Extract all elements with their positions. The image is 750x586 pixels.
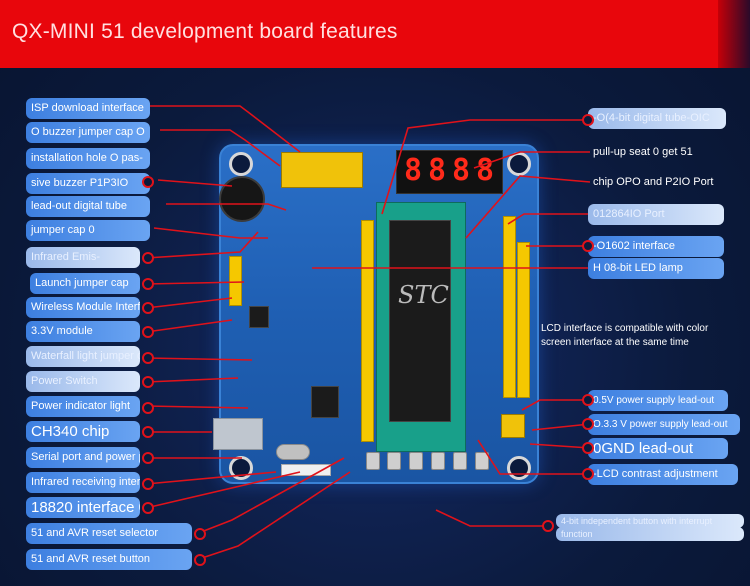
label-ch340: CH340 chip — [26, 421, 140, 442]
marker-dot — [142, 478, 154, 490]
label-reset-selector: 51 and AVR reset selector — [26, 523, 192, 544]
mounting-hole-top-right — [507, 152, 531, 176]
marker-dot — [582, 394, 594, 406]
label-launch-jumper: Launch jumper cap — [30, 273, 140, 294]
label-led-lamp: H 08-bit LED lamp — [588, 258, 724, 279]
header-banner: QX-MINI 51 development board features — [0, 0, 750, 68]
label-passive-buzzer: sive buzzer P1P3IO — [26, 173, 150, 194]
mounting-hole-bottom-right — [507, 456, 531, 480]
marker-dot — [194, 528, 206, 540]
buzzer — [219, 176, 265, 222]
marker-dot — [142, 402, 154, 414]
digit-2: 8 — [427, 153, 447, 188]
chip-brand: STC — [398, 281, 449, 309]
marker-dot — [582, 418, 594, 430]
marker-dot — [582, 468, 594, 480]
mcu-chip: STC — [389, 220, 451, 422]
marker-dot — [142, 352, 154, 364]
digit-1: 8 — [403, 153, 423, 188]
marker-dot — [142, 376, 154, 388]
marker-dot — [142, 252, 154, 264]
lcd-header-right-2 — [517, 242, 530, 398]
label-5v-leadout: 0.5V power supply lead-out — [588, 390, 728, 411]
label-infrared-receiving: Infrared receiving interface o — [26, 472, 140, 493]
button-s3[interactable] — [453, 452, 467, 470]
crystal — [276, 444, 310, 460]
label-12864-port: 012864IO Port — [588, 204, 724, 225]
wireless-header — [229, 256, 242, 306]
label-3v3-module: 3.3V module — [26, 321, 140, 342]
marker-dot — [142, 452, 154, 464]
marker-dot — [582, 114, 594, 126]
digit-3: 8 — [451, 153, 471, 188]
marker-dot — [582, 442, 594, 454]
ch340-chip — [311, 386, 339, 418]
label-18820-interface: 18820 interface 0 — [26, 497, 140, 518]
label-infrared-emission: Infrared Emis- — [26, 247, 140, 268]
label-serial-power-port: Serial port and power port o — [26, 447, 140, 468]
button-s2[interactable] — [431, 452, 445, 470]
header-edge — [718, 0, 750, 68]
digital-tube: 8 8 8 8 — [396, 150, 503, 194]
marker-dot — [142, 326, 154, 338]
power-leadout-header — [501, 414, 525, 438]
button-s1[interactable] — [409, 452, 423, 470]
label-isp-download: ISP download interface — [26, 98, 150, 119]
header-red-bar — [0, 0, 718, 68]
label-leadout-tube: lead-out digital tube — [26, 196, 150, 217]
label-4bit-tube: -O(4-bit digital tube-OIC — [588, 108, 726, 129]
button-s4[interactable] — [475, 452, 489, 470]
label-lcd-compat-2: screen interface at the same time — [541, 337, 689, 348]
label-pullup-seat: pull-up seat 0 get 51 — [593, 146, 693, 158]
label-wireless-module: Wireless Module Interface — [26, 297, 140, 318]
label-lcd-compat-1: LCD interface is compatible with color — [541, 323, 709, 334]
label-power-indicator: Power indicator light — [26, 396, 140, 417]
port-header-left — [361, 220, 374, 442]
marker-dot — [582, 240, 594, 252]
development-board: 8 8 8 8 STC — [213, 144, 539, 484]
button-avr[interactable] — [387, 452, 401, 470]
usb-port — [213, 418, 263, 450]
label-lcd-contrast: -LCD contrast adjustment — [588, 464, 738, 485]
mounting-hole-top-left — [229, 152, 253, 176]
marker-dot — [142, 176, 154, 188]
marker-dot — [142, 278, 154, 290]
marker-dot — [142, 302, 154, 314]
marker-dot — [194, 554, 206, 566]
lcd-header-right — [503, 216, 516, 398]
label-gnd-leadout: 0GND lead-out — [588, 438, 728, 459]
page-title: QX-MINI 51 development board features — [12, 20, 398, 43]
label-chip-ports: chip OPO and P2IO Port — [593, 176, 714, 188]
label-1602-interface: -O1602 interface — [588, 236, 724, 257]
label-3v3-leadout: O.3.3 V power supply lead-out — [588, 414, 740, 435]
label-waterfall-light: Waterfall light jumper cap — [26, 346, 140, 367]
marker-dot — [142, 426, 154, 438]
label-4bit-button-1: 4-bit independent button with interrupt — [556, 514, 744, 528]
marker-dot — [542, 520, 554, 532]
label-jumper-cap: jumper cap 0 — [26, 220, 150, 241]
label-reset-button: 51 and AVR reset button — [26, 549, 192, 570]
label-installation-hole: installation hole O pas- — [26, 148, 150, 169]
isp-connector — [281, 152, 363, 188]
label-4bit-button-2: function — [556, 527, 744, 541]
label-buzzer-jumper: O buzzer jumper cap O — [26, 122, 150, 143]
label-power-switch: Power Switch — [26, 371, 140, 392]
button-s1-reset[interactable] — [366, 452, 380, 470]
regulator-3v3 — [249, 306, 269, 328]
marker-dot — [142, 502, 154, 514]
